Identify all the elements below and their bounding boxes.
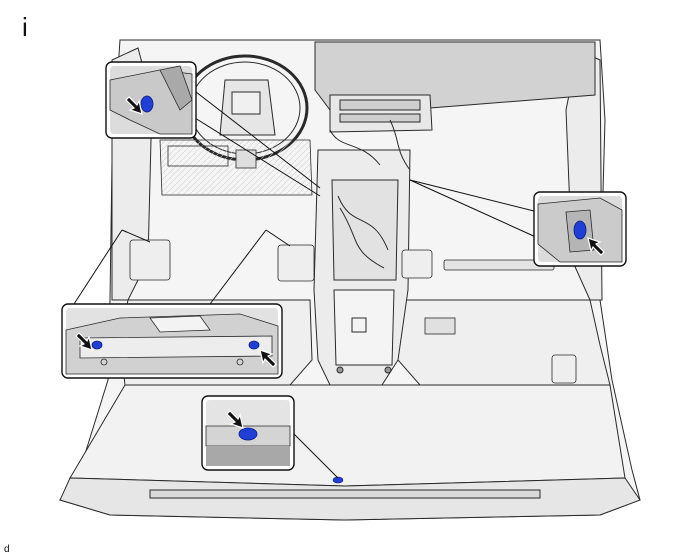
callout-seat-clips <box>61 303 283 379</box>
callout-driver-clip <box>105 61 197 139</box>
clip-marker-rear-detail <box>238 427 258 441</box>
center-console <box>313 119 411 386</box>
leader-lines <box>73 77 539 479</box>
clip-marker-seat-right <box>248 340 260 350</box>
clip-marker-rear <box>332 476 344 484</box>
clip-marker-driver <box>140 95 154 113</box>
clip-marker-seat-left <box>91 340 103 350</box>
figure-corner-mark: i <box>22 12 28 42</box>
callout-passenger-clip <box>533 191 627 267</box>
figure-footer-mark: d <box>4 544 10 555</box>
rear-floor-pads <box>129 239 577 384</box>
clip-marker-passenger <box>573 220 587 240</box>
callout-rear-clip <box>201 395 295 471</box>
driver-floor-mat <box>159 139 313 196</box>
